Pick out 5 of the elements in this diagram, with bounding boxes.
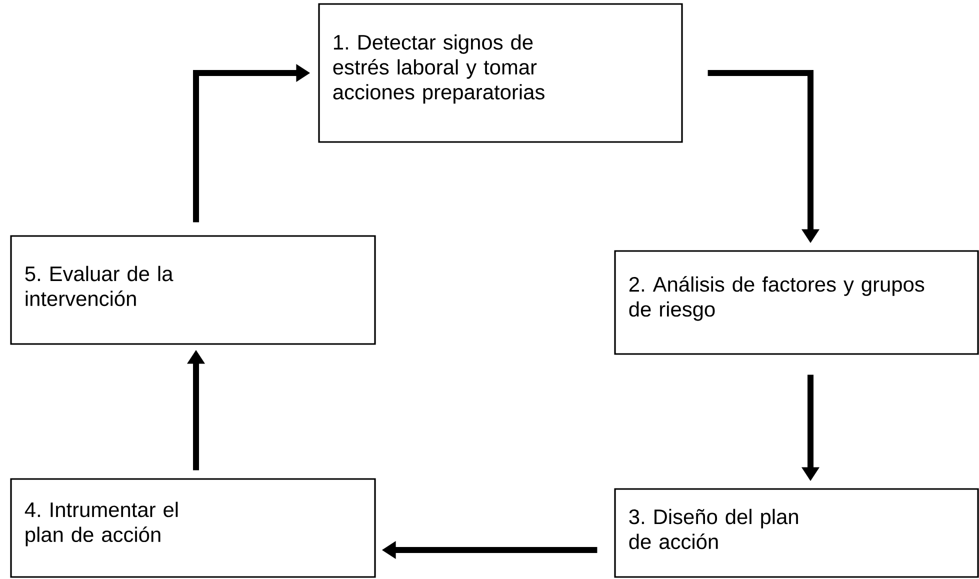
process-box: 4. Intrumentar el plan de acción <box>10 478 376 578</box>
process-box: 5. Evaluar de la intervención <box>10 235 376 345</box>
process-box: 1. Detectar signos de estrés laboral y tomar acciones preparatorias <box>318 3 683 143</box>
process-box: 2. Análisis de factores y grupos de riesgo <box>614 250 979 355</box>
process-box: 3. Diseño del plan de acción <box>614 488 979 578</box>
